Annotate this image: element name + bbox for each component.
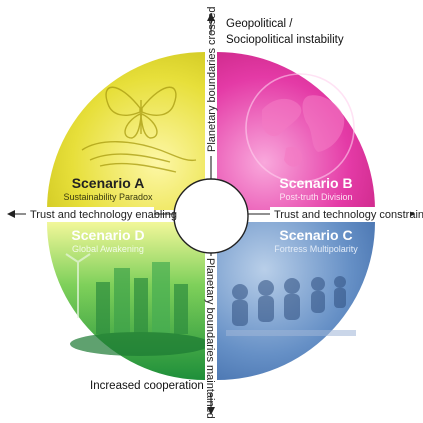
green-city-icon (65, 253, 210, 356)
butterfly-hand-icon (81, 86, 197, 173)
axis-left-label-bg (26, 207, 154, 221)
scenario-a-subtitle: Sustainability Paradox (63, 192, 153, 202)
axis-top-label: Planetary boundaries crossed (206, 6, 218, 152)
scenario-d-title: Scenario D (71, 227, 144, 243)
top-annotation-line-2: Sociopolitical instability (226, 34, 344, 46)
people-icon (226, 276, 356, 336)
scenario-b-subtitle: Post-truth Division (279, 192, 352, 202)
axis-right-label-bg (270, 207, 410, 221)
axis-top-label-bg (205, 34, 217, 156)
scenario-a-title: Scenario A (72, 175, 145, 191)
quadrant-b (217, 52, 375, 210)
quadrant-c (217, 222, 375, 380)
axis-bottom-label-bg (205, 256, 217, 392)
globe-icon (245, 73, 355, 183)
scenario-d-subtitle: Global Awakening (72, 244, 144, 254)
axis-bottom-label: Planetary boundaries maintained (204, 258, 216, 418)
axis-left-label: Trust and technology enabling (30, 209, 177, 221)
scenario-c-subtitle: Fortress Multipolarity (274, 244, 358, 254)
top-annotation: Geopolitical / Sociopolitical instabilit… (226, 16, 416, 48)
bottom-annotation: Increased cooperation (90, 380, 204, 392)
quadrant-a (47, 52, 205, 210)
scenario-b-title: Scenario B (279, 175, 352, 191)
axis-right-label: Trust and technology constraining (274, 209, 423, 221)
scenario-c-title: Scenario C (279, 227, 352, 243)
quadrant-d (47, 222, 210, 380)
top-annotation-line-1: Geopolitical / (226, 18, 293, 30)
center-circle (173, 178, 249, 254)
